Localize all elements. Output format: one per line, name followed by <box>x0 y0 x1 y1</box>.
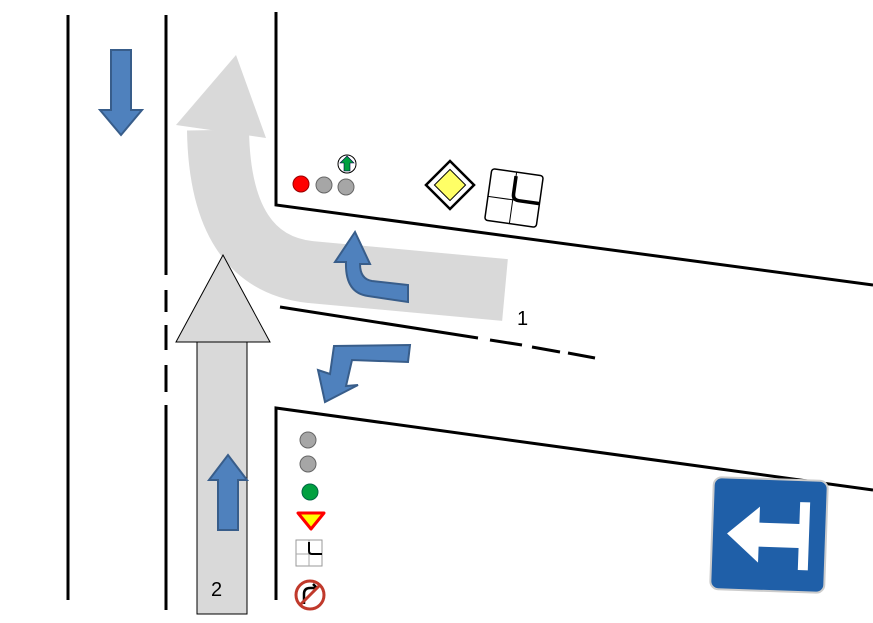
green-light-icon <box>301 483 319 501</box>
small-intersection-layout-sign-icon <box>295 539 323 567</box>
route-arrow-1-left-turn <box>176 55 508 321</box>
route-arrow-2-straight <box>175 253 271 615</box>
red-light-icon <box>292 175 310 193</box>
no-right-turn-sign-icon <box>294 579 326 611</box>
approach-label-2: 2 <box>211 579 223 601</box>
off-light-icon <box>299 455 317 473</box>
upper-right-road-edge <box>274 12 873 287</box>
side-road-dash <box>531 345 561 354</box>
lane-arrow-left-turn <box>333 229 409 304</box>
off-light-icon <box>337 178 355 196</box>
upper-traffic-light <box>292 154 357 196</box>
lower-traffic-light <box>299 431 319 501</box>
side-road-center-line <box>279 305 479 340</box>
approach-label-1: 1 <box>517 308 529 330</box>
off-light-icon <box>315 176 333 194</box>
priority-road-sign-icon <box>424 159 476 211</box>
intersection-layout-sign-icon <box>484 168 544 228</box>
side-road-dash <box>489 338 523 347</box>
lower-right-road-edge <box>274 406 873 600</box>
one-way-left-sign-icon <box>709 476 829 594</box>
lane-arrow-up <box>206 453 250 531</box>
lane-arrow-down <box>97 49 145 137</box>
road-lines <box>66 12 873 610</box>
yield-sign-icon <box>296 511 326 531</box>
off-light-icon <box>299 431 317 449</box>
lane-arrow-left-down <box>316 343 412 404</box>
side-road-dash <box>567 351 596 360</box>
